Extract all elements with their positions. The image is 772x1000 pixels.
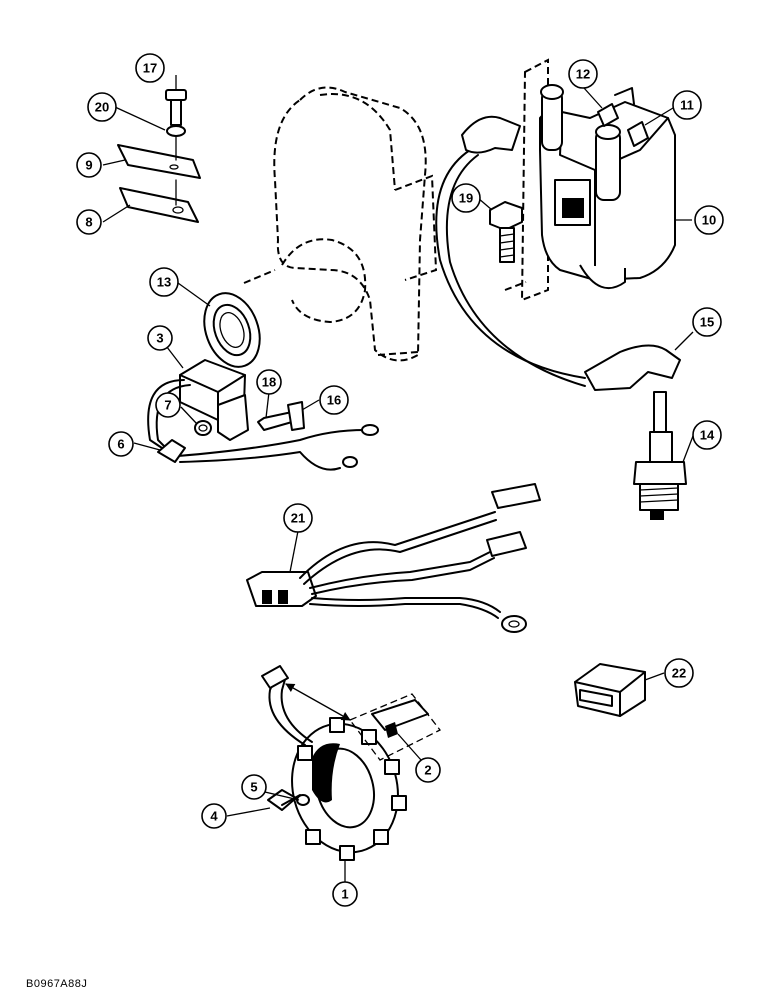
callout-14: 14 (692, 420, 722, 450)
stator-assembly (261, 665, 441, 861)
callout-5: 5 (241, 774, 267, 800)
bolt-19 (489, 201, 523, 263)
wiring-harness (246, 483, 541, 633)
svg-text:2: 2 (424, 763, 431, 778)
callout-10: 10 (694, 205, 724, 235)
callout-7: 7 (155, 392, 181, 418)
callout-18: 18 (256, 369, 282, 395)
svg-text:3: 3 (156, 331, 163, 346)
ignition-module (147, 359, 379, 471)
callout-20: 20 (87, 92, 117, 122)
svg-text:19: 19 (459, 191, 473, 206)
svg-text:22: 22 (672, 666, 686, 681)
callout-13: 13 (149, 267, 179, 297)
svg-text:20: 20 (95, 100, 109, 115)
svg-text:15: 15 (700, 315, 714, 330)
oil-seal (203, 292, 261, 368)
callout-2: 2 (415, 757, 441, 783)
callout-8: 8 (76, 209, 102, 235)
callout-11: 11 (672, 90, 702, 120)
svg-text:9: 9 (85, 158, 92, 173)
svg-text:16: 16 (327, 393, 341, 408)
ignition-coil-assembly (504, 58, 676, 302)
svg-text:21: 21 (291, 511, 305, 526)
callout-22: 22 (664, 658, 694, 688)
callout-3: 3 (147, 325, 173, 351)
engine-housing-outline (243, 86, 438, 362)
callout-16: 16 (319, 385, 349, 415)
svg-text:4: 4 (210, 809, 218, 824)
svg-text:18: 18 (262, 375, 276, 390)
callout-4: 4 (201, 803, 227, 829)
svg-text:5: 5 (250, 780, 257, 795)
svg-text:7: 7 (164, 398, 171, 413)
spark-plug-lead (435, 115, 681, 391)
callout-17: 17 (135, 53, 165, 83)
callout-21: 21 (283, 503, 313, 533)
plate-hardware (117, 89, 201, 223)
svg-text:1: 1 (341, 887, 348, 902)
svg-text:14: 14 (700, 428, 715, 443)
svg-text:12: 12 (576, 67, 590, 82)
svg-text:13: 13 (157, 275, 171, 290)
svg-text:17: 17 (143, 61, 157, 76)
callout-9: 9 (76, 152, 102, 178)
voltage-regulator (574, 663, 646, 717)
svg-text:6: 6 (117, 437, 124, 452)
svg-text:8: 8 (85, 215, 92, 230)
spark-plug (633, 391, 687, 520)
svg-text:11: 11 (680, 98, 694, 113)
figure-code: B0967A88J (26, 978, 88, 990)
callout-12: 12 (568, 59, 598, 89)
callout-1: 1 (332, 881, 358, 907)
callout-15: 15 (692, 307, 722, 337)
svg-text:10: 10 (702, 213, 716, 228)
callout-19: 19 (451, 183, 481, 213)
callout-6: 6 (108, 431, 134, 457)
